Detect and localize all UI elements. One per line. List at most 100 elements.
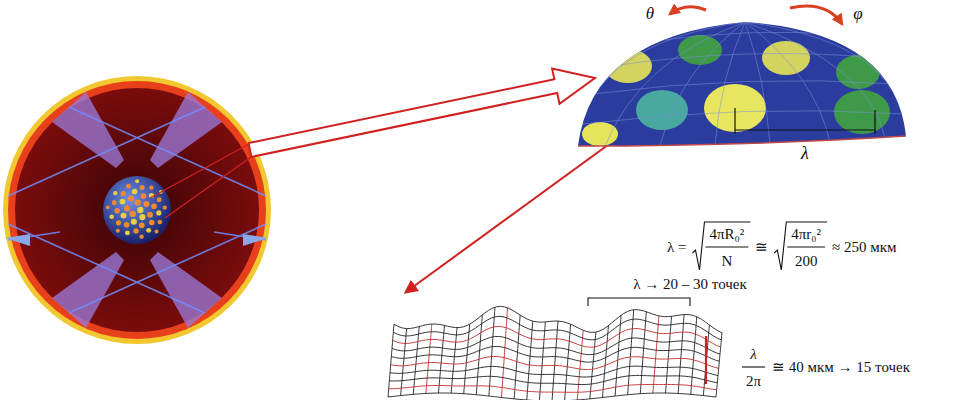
target-spot [139,222,145,228]
mesh-line [691,317,697,395]
formula-numerator: 4πr₀² [790,226,822,243]
target-spot [124,205,130,211]
target-spot [113,191,117,195]
mesh-line [577,330,583,400]
target-spot [121,191,126,196]
target-spot [156,210,161,215]
formula-numerator: λ [749,346,758,363]
cap-surface [578,22,906,146]
target-spot [114,208,119,213]
mesh-line [628,310,634,395]
zoom-arrow [249,69,595,157]
target-spot [147,212,153,218]
laser-beam [8,224,205,313]
target-spot [132,189,138,195]
cap-grid [582,22,905,146]
mesh-line [393,316,721,340]
formula-denominator: 2π [745,373,762,390]
target-spot [163,206,167,210]
chamber-interior [15,88,259,332]
mesh-line [590,332,596,399]
spot [762,41,810,75]
target-spot [149,185,153,189]
target-spot [125,231,130,236]
mesh-line [527,321,533,400]
amplitude-marker [705,336,707,384]
phi-arrow [790,6,842,24]
target-spot [116,229,120,233]
target-spot [137,207,143,213]
mesh-line [653,316,659,393]
target-spot [120,199,126,205]
mesh-line [514,315,520,399]
beam-port [5,234,30,246]
beam-port [243,234,268,246]
laser-cone [52,92,124,168]
target-spot [128,195,134,201]
mesh-line [391,346,719,362]
mesh-line [401,329,407,396]
target-spot [139,214,145,220]
target-spot [109,214,114,219]
target-spot [133,228,138,233]
spot [836,55,880,89]
mesh-line [413,327,419,395]
laser-beam [8,107,205,196]
formula-stroke [692,222,750,270]
mesh-line [489,307,495,396]
zoom-line [150,144,249,198]
laser-cones [52,92,222,328]
laser-cone [150,92,222,168]
formula-term: λ = [666,239,687,256]
angle-label: φ [852,5,863,24]
formula-term: ≅ [754,239,769,256]
target-chamber [3,76,271,344]
target-spot [135,199,141,205]
formula-stroke [705,246,748,247]
mesh-line [552,321,558,400]
mesh-line [502,308,508,398]
target-spot [124,222,130,228]
mesh-line [426,324,432,393]
target-spot [140,185,145,190]
formula-lines [692,222,827,367]
target-spot [141,193,147,199]
chamber-glow [3,76,271,344]
target-spot [146,228,151,233]
mesh-line [464,324,470,394]
target-spot [126,184,131,189]
mesh-line [451,328,457,393]
spot [636,90,688,130]
spot [604,49,652,83]
mesh-line [703,325,709,396]
mesh-line [438,325,444,393]
target-spot [135,179,139,183]
mesh-line [391,356,719,369]
formula-denominator: N [720,253,733,270]
mesh-line [565,324,571,400]
target-spot [131,219,137,225]
target-spot [155,230,159,234]
angle-label: θ [645,5,655,24]
target-spot [121,213,127,219]
mesh-bracket [588,298,690,306]
formula-numerator: 4πR₀² [708,226,745,243]
mesh-line [388,393,716,400]
spacing-label: λ [800,144,810,164]
mesh-line [394,306,722,332]
target-spot [143,201,149,207]
chamber-wall [8,81,266,339]
formula-stroke [742,366,765,367]
mesh-line [640,312,646,394]
mesh-line [388,324,394,397]
laser-beams [8,107,266,313]
zoom-line [165,157,251,218]
formula-stroke [787,246,825,247]
formula-result: ≈ 250 мкм [831,239,898,256]
formula-stroke [774,222,827,270]
theta-arrow [670,7,706,14]
target-spot [158,220,163,225]
target-spot [112,200,117,205]
